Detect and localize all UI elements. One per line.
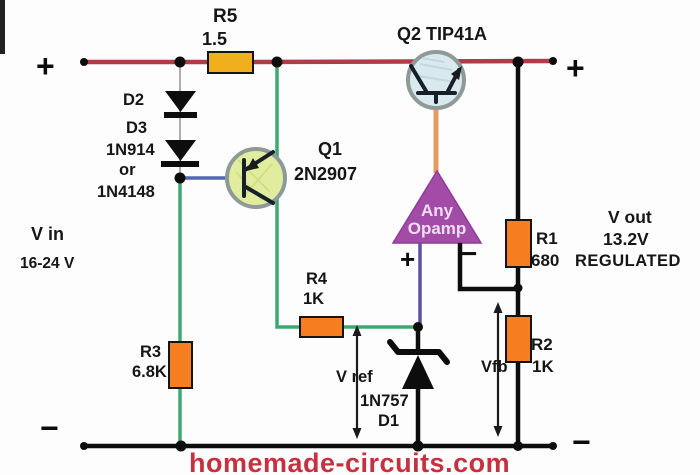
node-r3-ground	[175, 440, 187, 452]
transistor-q1	[225, 147, 287, 209]
q2-emitter-arrow	[451, 66, 462, 80]
terminal-dot-top-right	[549, 57, 557, 65]
resistor-r2	[505, 315, 532, 363]
diode-d3	[161, 140, 199, 167]
opamp-label-line2: Opamp	[407, 219, 467, 238]
left-minus-terminal: −	[40, 410, 59, 446]
r2-value-label: 1K	[532, 357, 554, 376]
vfb-arrow	[493, 302, 503, 437]
d3-label: D3	[126, 119, 148, 137]
brand-watermark: homemade-circuits.com	[189, 448, 511, 475]
r5-value-label: 1.5	[202, 29, 228, 49]
scan-artifact	[0, 0, 5, 54]
r3-value-label: 6.8K	[132, 363, 167, 381]
resistor-r5	[207, 51, 254, 74]
q1-ref-label: Q1	[318, 139, 343, 159]
q2-label: Q2 TIP41A	[397, 24, 488, 44]
r4-value-label: 1K	[303, 290, 325, 308]
node-diode-bottom	[174, 172, 186, 184]
zener-d1	[387, 339, 450, 389]
diode-type2-label: 1N4148	[97, 183, 155, 201]
terminal-dot-bottom-right	[549, 442, 557, 450]
wire-opamp-minus-to-divider	[457, 243, 516, 292]
opamp-plus-input-label: +	[400, 244, 416, 274]
node-r1-r2	[513, 283, 523, 293]
terminal-dot-top-left	[80, 58, 88, 66]
resistor-r1	[505, 219, 532, 268]
vin-label: V in	[31, 224, 65, 244]
node-zener-ground	[412, 440, 424, 452]
node-zener-ref	[413, 322, 423, 332]
right-plus-terminal: +	[566, 50, 585, 86]
left-plus-terminal: +	[36, 48, 55, 84]
node-r5-out	[271, 56, 283, 68]
resistor-r3	[168, 341, 193, 389]
vin-range-label: 16-24 V	[20, 255, 75, 272]
r1-ref-label: R1	[536, 229, 558, 248]
wire-r5-to-r4	[275, 62, 300, 329]
node-diode-top	[174, 56, 186, 68]
zener-part-label: 1N757	[360, 392, 409, 410]
terminal-dot-bottom-left	[80, 442, 88, 450]
vout-label: V out	[608, 207, 652, 227]
diode-or-label: or	[119, 161, 136, 179]
resistor-r4	[299, 316, 344, 338]
r4-ref-label: R4	[306, 270, 328, 288]
top-rail-right	[249, 58, 556, 65]
node-output-top	[512, 56, 524, 68]
vout-value-label: 13.2V	[603, 229, 649, 249]
opamp-label-line1: Any	[420, 201, 454, 220]
right-minus-terminal: −	[572, 424, 591, 460]
opamp-minus-input-label: −	[461, 238, 478, 269]
q1-part-label: 2N2907	[294, 164, 358, 184]
vout-regulated-label: REGULATED	[575, 252, 681, 270]
vref-label: V ref	[336, 368, 373, 386]
node-r2-ground	[513, 441, 523, 451]
r2-ref-label: R2	[531, 335, 553, 354]
r3-ref-label: R3	[140, 343, 162, 361]
diode-type1-label: 1N914	[106, 141, 155, 159]
zener-ref-label: D1	[378, 412, 400, 430]
transistor-q2	[406, 50, 466, 110]
q1-emitter-arrow	[246, 158, 259, 171]
vref-arrow	[352, 325, 362, 439]
diode-d2	[164, 91, 197, 118]
d2-label: D2	[123, 91, 145, 109]
r1-value-label: 680	[531, 251, 560, 270]
r5-ref-label: R5	[213, 6, 238, 27]
opamp-triangle	[391, 169, 483, 244]
vfb-label: Vfb	[481, 358, 508, 376]
